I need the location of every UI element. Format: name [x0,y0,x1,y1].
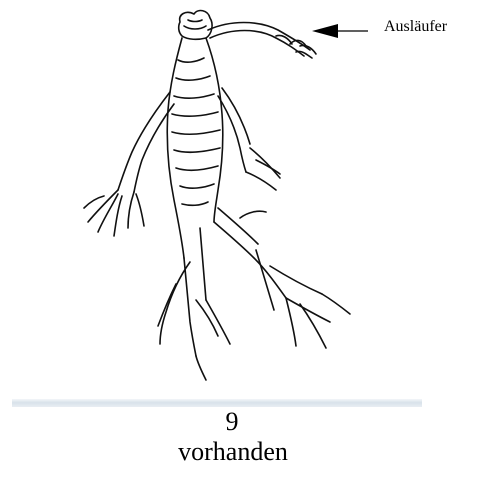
runner [208,23,316,59]
crown [179,11,212,40]
left-arm [84,92,174,236]
right-arm [218,88,280,190]
figure-number: 9 [0,408,482,436]
runner-label: Ausläufer [384,18,447,36]
main-root [167,38,223,258]
figure-caption: vorhanden [0,437,482,467]
annotation-arrow [312,24,368,38]
left-leg [158,228,230,380]
divider-bar [12,399,422,407]
right-leg [214,208,350,348]
